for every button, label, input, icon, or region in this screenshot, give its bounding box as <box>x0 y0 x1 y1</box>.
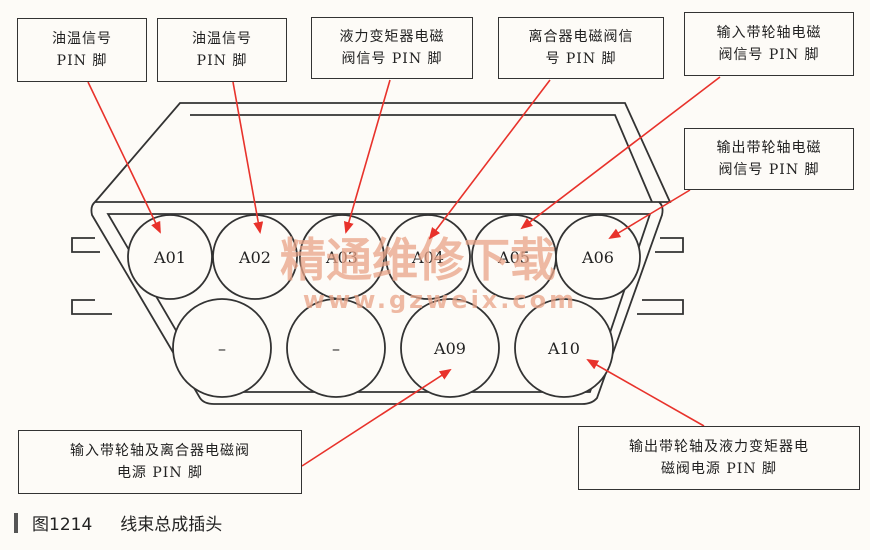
figure-number: 图1214 <box>32 515 93 535</box>
pin-label: A05 <box>497 248 530 267</box>
callout-line: 阀信号 PIN 脚 <box>718 47 820 63</box>
watermark-cn: 精通维修下载 <box>280 233 556 287</box>
callout-oil-temp-1: 油温信号 PIN 脚 <box>17 18 147 82</box>
callout-oil-temp-2: 油温信号 PIN 脚 <box>157 18 287 82</box>
arrow-clutch <box>428 79 551 240</box>
pin-label: A04 <box>411 248 444 267</box>
pin-circle <box>172 298 272 398</box>
pin-row-bottom: – – A09 A10 <box>172 298 614 398</box>
figure-caption: 图1214 线束总成插头 <box>14 510 222 535</box>
callout-output-power: 输出带轮轴及液力变矩器电 磁阀电源 PIN 脚 <box>578 426 860 490</box>
arrow-output-shaft <box>608 189 691 240</box>
callout-line: 输出带轮轴电磁 <box>716 140 822 156</box>
pin-circle <box>514 298 614 398</box>
callout-input-shaft: 输入带轮轴电磁 阀信号 PIN 脚 <box>684 12 854 76</box>
pin-row-top: A01 A02 A03 A04 A05 A06 <box>127 214 641 300</box>
callout-line: 阀信号 PIN 脚 <box>341 51 443 67</box>
callout-line: 阀信号 PIN 脚 <box>718 162 820 178</box>
arrow-input-shaft <box>520 76 721 230</box>
callout-line: PIN 脚 <box>196 53 248 69</box>
callout-input-power: 输入带轮轴及离合器电磁阀 电源 PIN 脚 <box>18 430 302 494</box>
pin-circle <box>212 214 298 300</box>
callout-clutch: 离合器电磁阀信 号 PIN 脚 <box>498 17 664 79</box>
pin-circle <box>400 298 500 398</box>
callout-line: 油温信号 <box>192 31 252 47</box>
callout-torque-converter: 液力变矩器电磁 阀信号 PIN 脚 <box>311 17 473 79</box>
arrow-torque-conv <box>343 79 391 234</box>
callout-line: 离合器电磁阀信 <box>528 29 634 45</box>
pin-circle <box>127 214 213 300</box>
callout-line: 电源 PIN 脚 <box>116 465 204 481</box>
callout-line: 输出带轮轴及液力变矩器电 <box>629 439 809 455</box>
pin-label: A01 <box>153 248 186 267</box>
leader-arrows <box>87 76 721 467</box>
pin-label: – <box>332 339 340 358</box>
callout-line: 输入带轮轴及离合器电磁阀 <box>70 443 250 459</box>
pin-label: A10 <box>547 339 580 358</box>
callout-line: 液力变矩器电磁 <box>339 29 445 45</box>
caption-bar <box>14 512 18 533</box>
pin-circle <box>286 298 386 398</box>
arrow-input-power <box>301 368 452 467</box>
figure-title: 线束总成插头 <box>120 515 223 535</box>
callout-line: PIN 脚 <box>56 53 108 69</box>
callout-line: 油温信号 <box>52 31 112 47</box>
pin-label: A03 <box>325 248 358 267</box>
arrow-oil-temp-1 <box>87 81 161 234</box>
pin-circle <box>385 214 471 300</box>
pin-label: A02 <box>238 248 271 267</box>
arrow-oil-temp-2 <box>232 81 264 234</box>
callout-line: 磁阀电源 PIN 脚 <box>660 461 778 477</box>
callout-line: 号 PIN 脚 <box>545 51 617 67</box>
pin-label: – <box>218 339 226 358</box>
pin-label: A09 <box>433 339 466 358</box>
callout-line: 输入带轮轴电磁 <box>716 25 822 41</box>
pin-label: A06 <box>581 248 614 267</box>
watermark-url: www.gzweix.com <box>303 286 577 314</box>
callout-output-shaft: 输出带轮轴电磁 阀信号 PIN 脚 <box>684 128 854 190</box>
arrow-output-power <box>586 359 705 427</box>
